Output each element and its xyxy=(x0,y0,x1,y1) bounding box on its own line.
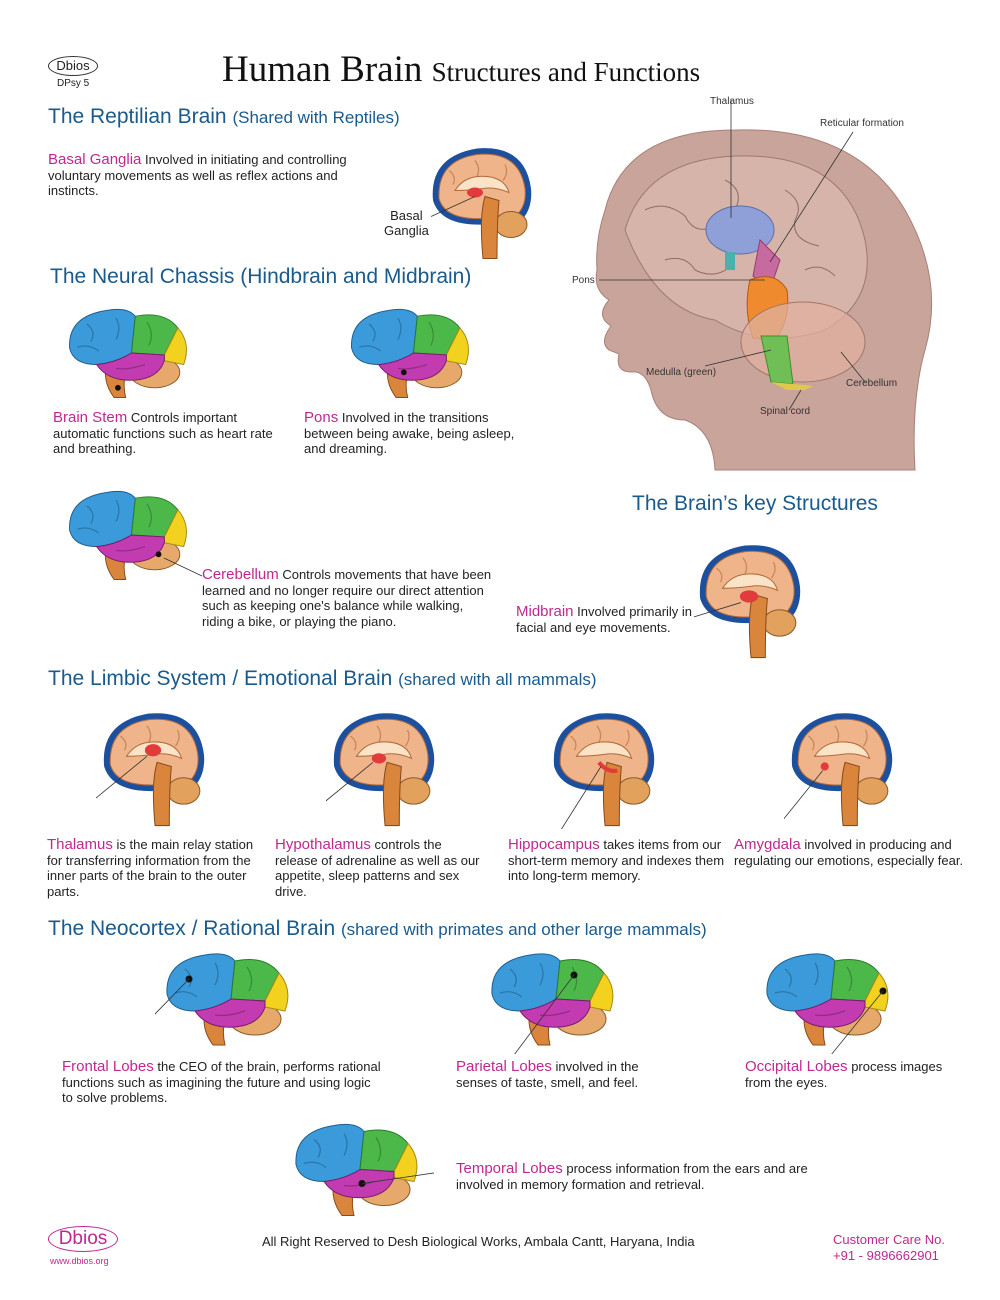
limbic-title: The Limbic System / Emotional Brain xyxy=(48,667,393,690)
cerebellum-desc: Controls movements that have been learne… xyxy=(202,567,492,629)
cerebellum-text: Cerebellum Controls movements that have … xyxy=(202,567,492,629)
footer-url: www.dbios.org xyxy=(50,1256,109,1266)
product-code: DPsy 5 xyxy=(57,78,90,89)
amygdala-brain-image xyxy=(784,712,893,827)
parietal-lobes-brain-image xyxy=(491,953,614,1054)
neocortex-title: The Neocortex / Rational Brain xyxy=(48,917,336,940)
parietal-lobes-text: Parietal Lobes involved in the senses of… xyxy=(456,1059,676,1090)
temporal-lobes-desc: process information from the ears and ar… xyxy=(456,1161,808,1192)
pons-text: Pons Involved in the transitions between… xyxy=(304,410,539,457)
temporal-lobes-brain-image xyxy=(295,1123,434,1217)
pons-head-label: Pons xyxy=(572,275,595,286)
footer-logo-text: Dbios xyxy=(58,1228,108,1249)
footer-logo: Dbios xyxy=(48,1226,118,1252)
limbic-thalamus-text: Thalamus is the main relay station for t… xyxy=(47,837,262,899)
cerebellum-pointer-line xyxy=(163,557,203,577)
temporal-lobes-text: Temporal Lobes process information from … xyxy=(456,1161,856,1192)
head-key-structures-diagram xyxy=(595,100,933,471)
page-title: Human Brain Structures and Functions xyxy=(222,48,700,91)
header-logo: Dbios xyxy=(48,56,98,76)
basal-ganglia-term: Basal Ganglia xyxy=(48,151,142,168)
customer-care-number: +91 - 9896662901 xyxy=(833,1248,939,1263)
hypothalamus-term: Hypothalamus xyxy=(275,836,371,853)
frontal-lobes-text: Frontal Lobes the CEO of the brain, perf… xyxy=(62,1059,382,1106)
header-logo-text: Dbios xyxy=(56,58,90,73)
hippocampus-brain-image xyxy=(553,712,655,829)
thalamus-brain-image xyxy=(96,712,205,827)
reptilian-heading: The Reptilian Brain (Shared with Reptile… xyxy=(48,105,400,129)
basal-ganglia-brain-image xyxy=(430,147,532,260)
parietal-lobes-desc: involved in the senses of taste, smell, … xyxy=(456,1059,639,1090)
parietal-lobes-term: Parietal Lobes xyxy=(456,1058,552,1075)
limbic-heading: The Limbic System / Emotional Brain (sha… xyxy=(48,667,597,691)
reptilian-subtitle: (Shared with Reptiles) xyxy=(232,108,400,127)
hippocampus-desc: takes items from our short-term memory a… xyxy=(508,837,725,883)
basal-ganglia-desc: Involved in initiating and controlling v… xyxy=(48,152,347,198)
hypothalamus-brain-image xyxy=(326,712,435,827)
spinal-cord-head-label: Spinal cord xyxy=(760,406,811,417)
midbrain-text: Midbrain Involved primarily in facial an… xyxy=(516,604,701,635)
thalamus-head-label: Thalamus xyxy=(710,96,754,107)
pons-term: Pons xyxy=(304,409,339,426)
occipital-lobes-desc: process images from the eyes. xyxy=(745,1059,943,1090)
amygdala-desc: involved in producing and regulating our… xyxy=(734,837,964,868)
title-main: Human Brain xyxy=(222,49,423,90)
cerebellum-term: Cerebellum xyxy=(202,566,279,583)
reticular-formation-head-label: Reticular formation xyxy=(820,118,904,129)
amygdala-text: Amygdala involved in producing and regul… xyxy=(734,837,964,868)
hypothalamus-text: Hypothalamus controls the release of adr… xyxy=(275,837,480,899)
title-sub: Structures and Functions xyxy=(431,57,701,87)
brain-stem-brain-image xyxy=(68,308,188,399)
pons-brain-image xyxy=(350,308,470,399)
limbic-subtitle: (shared with all mammals) xyxy=(398,670,597,689)
midbrain-desc: Involved primarily in facial and eye mov… xyxy=(516,604,693,635)
basal-ganglia-text: Basal Ganglia Involved in initiating and… xyxy=(48,152,383,199)
frontal-lobes-term: Frontal Lobes xyxy=(62,1058,154,1075)
hippocampus-text: Hippocampus takes items from our short-t… xyxy=(508,837,728,884)
brain-stem-text: Brain Stem Controls important automatic … xyxy=(53,410,273,457)
basal-label-line2: Ganglia xyxy=(384,223,429,238)
midbrain-term: Midbrain xyxy=(516,603,574,620)
temporal-lobes-term: Temporal Lobes xyxy=(456,1160,563,1177)
neocortex-heading: The Neocortex / Rational Brain (shared w… xyxy=(48,917,707,941)
basal-ganglia-label: Basal Ganglia xyxy=(384,208,429,238)
occipital-lobes-term: Occipital Lobes xyxy=(745,1058,848,1075)
limbic-thalamus-desc: is the main relay station for transferri… xyxy=(47,837,254,899)
amygdala-term: Amygdala xyxy=(734,836,801,853)
pons-desc: Involved in the transitions between bein… xyxy=(304,410,515,456)
brain-stem-desc: Controls important automatic functions s… xyxy=(53,410,273,456)
basal-label-line1: Basal xyxy=(390,208,423,223)
occipital-lobes-brain-image xyxy=(766,953,889,1054)
customer-care: Customer Care No. +91 - 9896662901 xyxy=(833,1232,945,1264)
neocortex-subtitle: (shared with primates and other large ma… xyxy=(340,920,707,939)
limbic-thalamus-term: Thalamus xyxy=(47,836,113,853)
chassis-title: The Neural Chassis (Hindbrain and Midbra… xyxy=(50,265,472,288)
hippocampus-term: Hippocampus xyxy=(508,836,600,853)
brain-stem-term: Brain Stem xyxy=(53,409,128,426)
cerebellum-brain-image xyxy=(68,490,188,581)
footer-rights: All Right Reserved to Desh Biological Wo… xyxy=(262,1234,695,1249)
frontal-lobes-desc: the CEO of the brain, performs rational … xyxy=(62,1059,381,1105)
key-structures-title: The Brain’s key Structures xyxy=(632,492,878,515)
hypothalamus-desc: controls the release of adrenaline as we… xyxy=(275,837,480,899)
midbrain-brain-image xyxy=(693,544,801,659)
medulla-head-label: Medulla (green) xyxy=(646,367,717,378)
customer-care-label: Customer Care No. xyxy=(833,1232,945,1247)
reptilian-title: The Reptilian Brain xyxy=(48,105,227,128)
cerebellum-head-label: Cerebellum xyxy=(846,378,898,389)
occipital-lobes-text: Occipital Lobes process images from the … xyxy=(745,1059,945,1090)
frontal-lobes-brain-image xyxy=(155,953,289,1046)
